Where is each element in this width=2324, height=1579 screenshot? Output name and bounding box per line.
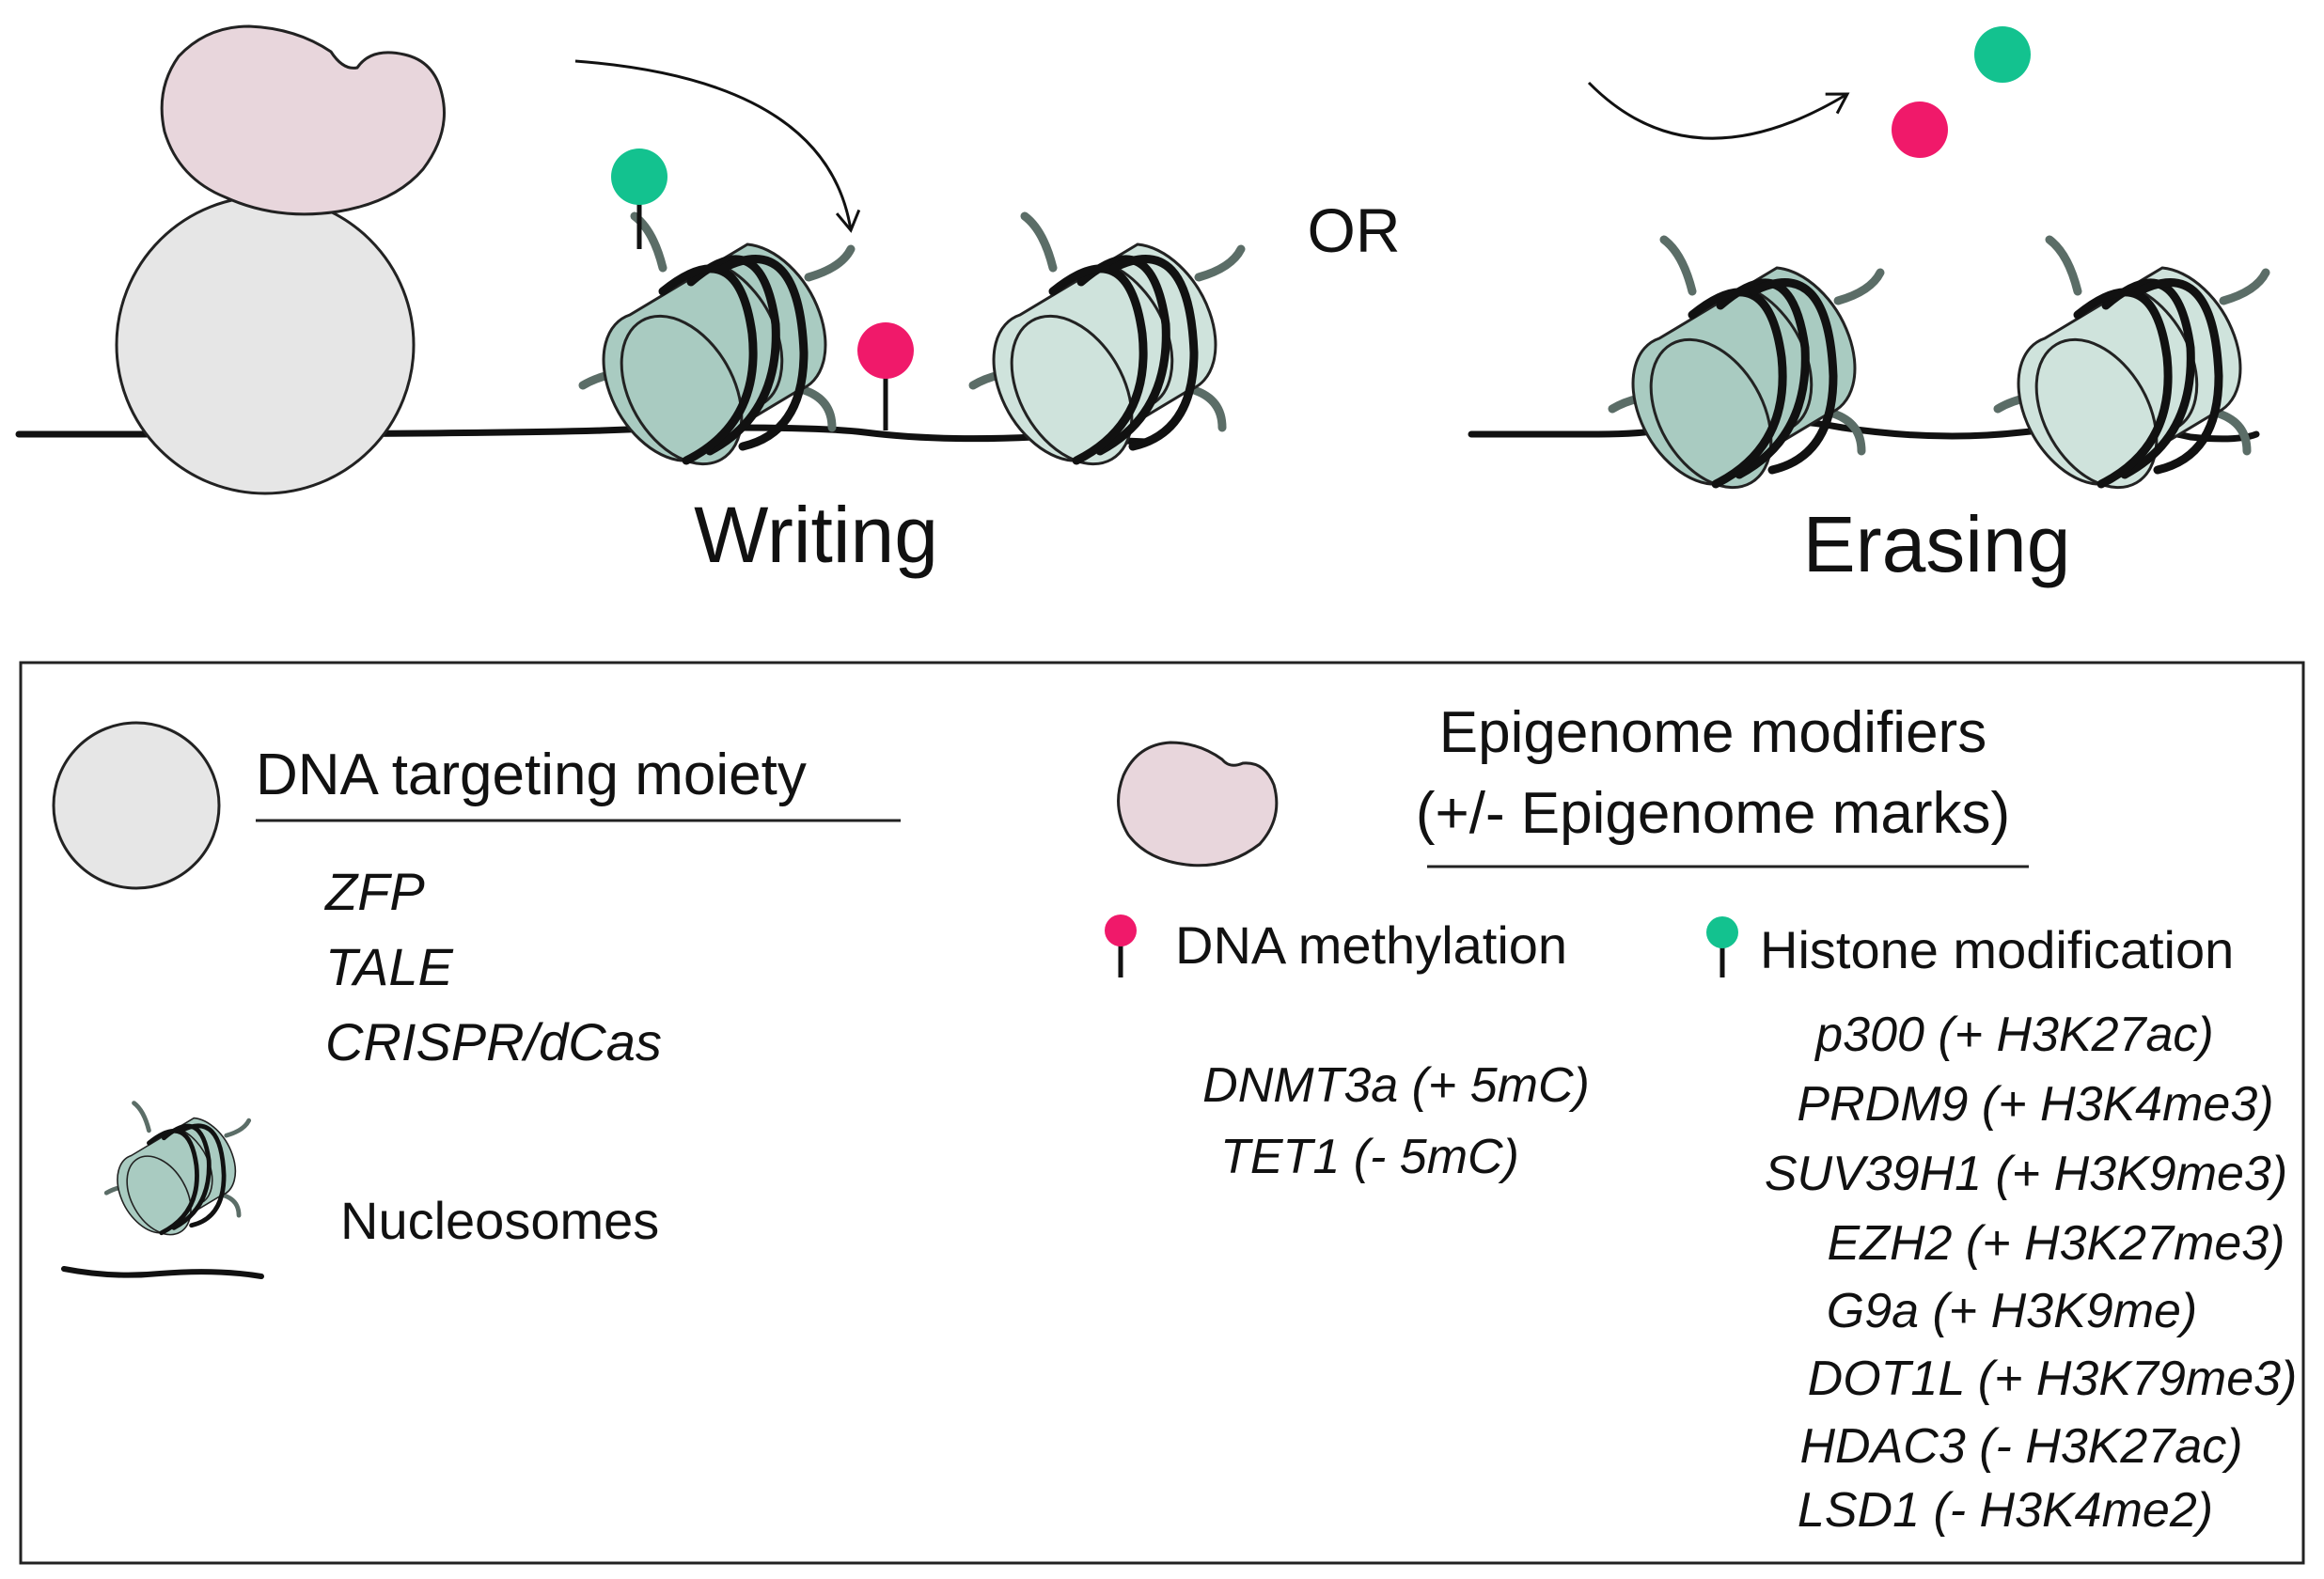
methylation-mark-writing [857,322,914,430]
histone-item: DOT1L (+ H3K79me3) [1808,1352,2298,1406]
histone-item: p300 (+ H3K27ac) [1814,1008,2214,1062]
writing-arrow [574,59,861,233]
legend-dna-methylation: DNA methylation [1105,915,1567,977]
dna-targeting-moiety-shape [115,195,416,495]
dna-methylation-list: DNMT3a (+ 5mC) TET1 (- 5mC) [1202,1058,1590,1184]
legend-nucleosomes: Nucleosomes [61,1103,659,1279]
dna-targeting-item: TALE [325,937,454,996]
nucleosomes-label: Nucleosomes [340,1191,659,1250]
nucleosome-erasing-left [1612,240,1880,508]
histone-item: HDAC3 (- H3K27ac) [1799,1419,2242,1474]
dna-methylation-item: DNMT3a (+ 5mC) [1202,1058,1590,1113]
legend-dna-targeting: DNA targeting moiety ZFP TALE CRISPR/dCa… [52,721,901,1071]
dna-targeting-title: DNA targeting moiety [256,743,807,807]
legend-epigenome-modifiers: Epigenome modifiers (+/- Epigenome marks… [1117,700,2029,868]
writing-label: Writing [694,491,938,579]
histone-legend-icon [1706,916,1738,948]
erasing-panel: Erasing [1468,26,2266,588]
dna-methylation-item: TET1 (- 5mC) [1220,1130,1519,1184]
nucleosome-legend-icon [106,1103,248,1246]
modifiers-title-line1: Epigenome modifiers [1439,700,1986,765]
methylation-legend-icon [1105,915,1137,946]
histone-item: SUV39H1 (+ H3K9me3) [1765,1147,2287,1201]
legend-histone-modification: Histone modification [1706,916,2234,979]
histone-modification-label: Histone modification [1760,920,2234,979]
epigenome-modifier-shape [160,24,446,216]
histone-item: G9a (+ H3K9me) [1827,1284,2198,1338]
erasing-arrow [1587,81,1850,140]
histone-item: LSD1 (- H3K4me2) [1798,1483,2213,1538]
histone-item: EZH2 (+ H3K27me3) [1828,1216,2285,1271]
histone-item: PRDM9 (+ H3K4me3) [1797,1077,2273,1132]
histone-mark-writing [611,149,667,249]
released-histone-mark [1974,26,2031,83]
or-label: OR [1308,195,1401,265]
dna-targeting-legend-icon [52,721,221,890]
dna-targeting-item: ZFP [323,862,425,921]
legend-box [19,661,2305,1565]
nucleosome-writing-left [583,216,851,485]
histone-modification-list: p300 (+ H3K27ac) PRDM9 (+ H3K4me3) SUV39… [1765,1008,2298,1538]
modifier-legend-icon [1117,741,1279,868]
erasing-label: Erasing [1803,500,2071,588]
nucleosome-erasing-right [1998,240,2266,508]
writing-panel: Writing [15,24,1241,579]
dna-targeting-item: CRISPR/dCas [325,1012,662,1071]
dna-methylation-label: DNA methylation [1175,915,1567,975]
dna-strand-legend [61,1266,264,1279]
nucleosome-writing-right [973,216,1241,485]
released-methylation-mark [1892,102,1948,158]
modifiers-title-line2: (+/- Epigenome marks) [1416,781,2010,846]
